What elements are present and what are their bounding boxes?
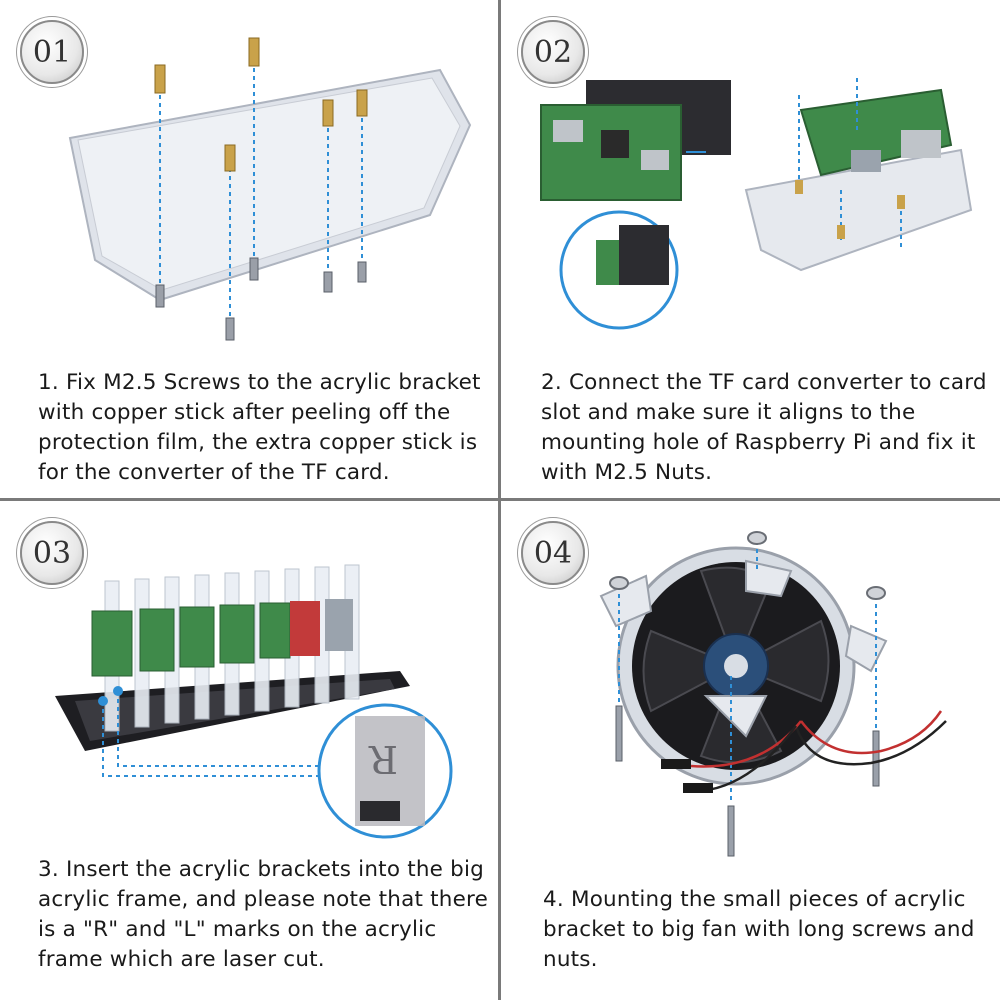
- step-caption: 2. Connect the TF card converter to card…: [541, 370, 987, 485]
- acrylic-plate-standoffs-illustration: [68, 37, 472, 341]
- step-caption: 3. Insert the acrylic brackets into the …: [38, 857, 488, 972]
- step-panel-4: 04 4. Mounting the small pieces of acryl…: [501, 501, 999, 999]
- step-number-badge: 03: [20, 521, 84, 585]
- svg-text:R: R: [368, 737, 398, 781]
- step-panel-2: 02 2. Connect the TF card converter to c…: [501, 0, 999, 498]
- horizontal-divider: [0, 498, 1000, 501]
- acrylic-rack-illustration: R: [55, 564, 453, 839]
- step-panel-1: 01 1. Fix M2.5 Screws to the acrylic bra…: [0, 0, 498, 498]
- fan-mounting-illustration: [599, 531, 947, 857]
- step-caption: 4. Mounting the small pieces of acrylic …: [543, 887, 975, 972]
- step-caption: 1. Fix M2.5 Screws to the acrylic bracke…: [38, 370, 481, 485]
- step-number-badge: 02: [521, 20, 585, 84]
- step-number-badge: 01: [20, 20, 84, 84]
- step-number-badge: 04: [521, 521, 585, 585]
- tf-card-converter-illustration: [540, 78, 973, 330]
- step-panel-3: R 03 3. Insert the acrylic brackets into…: [0, 501, 498, 999]
